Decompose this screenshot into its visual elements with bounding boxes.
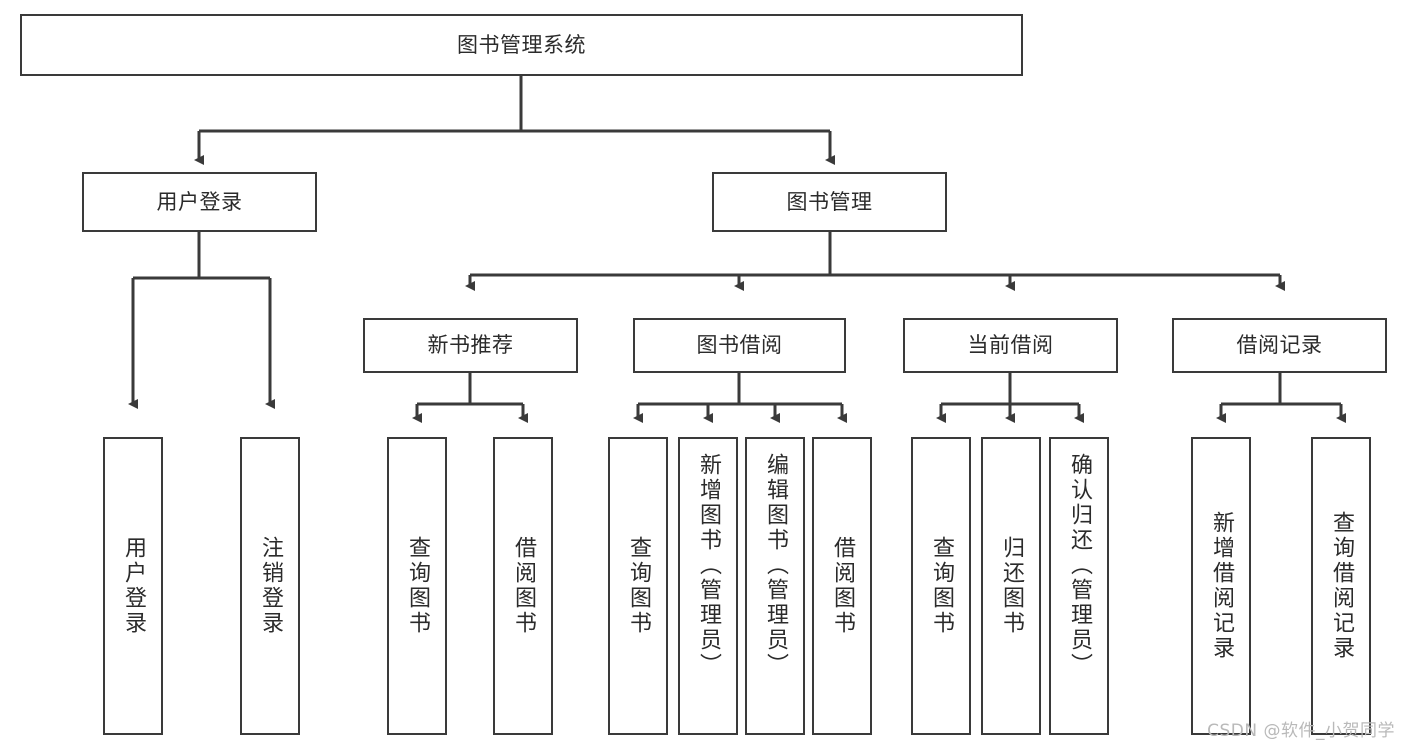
leaf-user-login-logout[interactable]: 注销登录: [240, 437, 300, 735]
leaf-borrow-query-book[interactable]: 查询图书: [608, 437, 668, 735]
leaf-user-login-login[interactable]: 用户登录: [103, 437, 163, 735]
leaf-borrow-borrow-book-label: 借阅图书: [829, 536, 855, 636]
leaf-current-return-book[interactable]: 归还图书: [981, 437, 1041, 735]
node-borrow-records[interactable]: 借阅记录: [1172, 318, 1387, 373]
leaf-borrow-borrow-book[interactable]: 借阅图书: [812, 437, 872, 735]
leaf-new-book-borrow-label: 借阅图书: [510, 536, 536, 636]
leaf-new-book-borrow[interactable]: 借阅图书: [493, 437, 553, 735]
leaf-borrow-edit-book[interactable]: 编辑图书（管理员）: [745, 437, 805, 735]
node-root[interactable]: 图书管理系统: [20, 14, 1023, 76]
leaf-new-book-query[interactable]: 查询图书: [387, 437, 447, 735]
leaf-records-add-record-label: 新增借阅记录: [1208, 511, 1234, 661]
leaf-borrow-edit-book-label: 编辑图书（管理员）: [762, 453, 788, 678]
node-current-borrow-label: 当前借阅: [967, 333, 1054, 358]
node-book-management[interactable]: 图书管理: [712, 172, 947, 232]
leaf-user-login-logout-label: 注销登录: [257, 536, 283, 636]
node-book-borrow[interactable]: 图书借阅: [633, 318, 846, 373]
node-book-borrow-label: 图书借阅: [696, 333, 783, 358]
csdn-watermark: CSDN @软件_小贺同学: [1207, 721, 1395, 741]
leaf-records-query-record[interactable]: 查询借阅记录: [1311, 437, 1371, 735]
node-user-login-label: 用户登录: [156, 189, 243, 214]
leaf-borrow-query-book-label: 查询图书: [625, 536, 651, 636]
leaf-borrow-add-book[interactable]: 新增图书（管理员）: [678, 437, 738, 735]
leaf-user-login-login-label: 用户登录: [120, 536, 146, 636]
node-book-management-label: 图书管理: [786, 189, 873, 214]
node-root-label: 图书管理系统: [457, 32, 586, 57]
leaf-current-confirm-return[interactable]: 确认归还（管理员）: [1049, 437, 1109, 735]
node-current-borrow[interactable]: 当前借阅: [903, 318, 1118, 373]
leaf-current-query-book[interactable]: 查询图书: [911, 437, 971, 735]
leaf-current-confirm-return-label: 确认归还（管理员）: [1066, 453, 1092, 678]
node-new-book-recommend[interactable]: 新书推荐: [363, 318, 578, 373]
leaf-records-add-record[interactable]: 新增借阅记录: [1191, 437, 1251, 735]
node-user-login[interactable]: 用户登录: [82, 172, 317, 232]
leaf-borrow-add-book-label: 新增图书（管理员）: [695, 453, 721, 678]
node-new-book-recommend-label: 新书推荐: [427, 333, 514, 358]
node-borrow-records-label: 借阅记录: [1236, 333, 1323, 358]
leaf-records-query-record-label: 查询借阅记录: [1328, 511, 1354, 661]
leaf-current-query-book-label: 查询图书: [928, 536, 954, 636]
leaf-current-return-book-label: 归还图书: [998, 536, 1024, 636]
leaf-new-book-query-label: 查询图书: [404, 536, 430, 636]
